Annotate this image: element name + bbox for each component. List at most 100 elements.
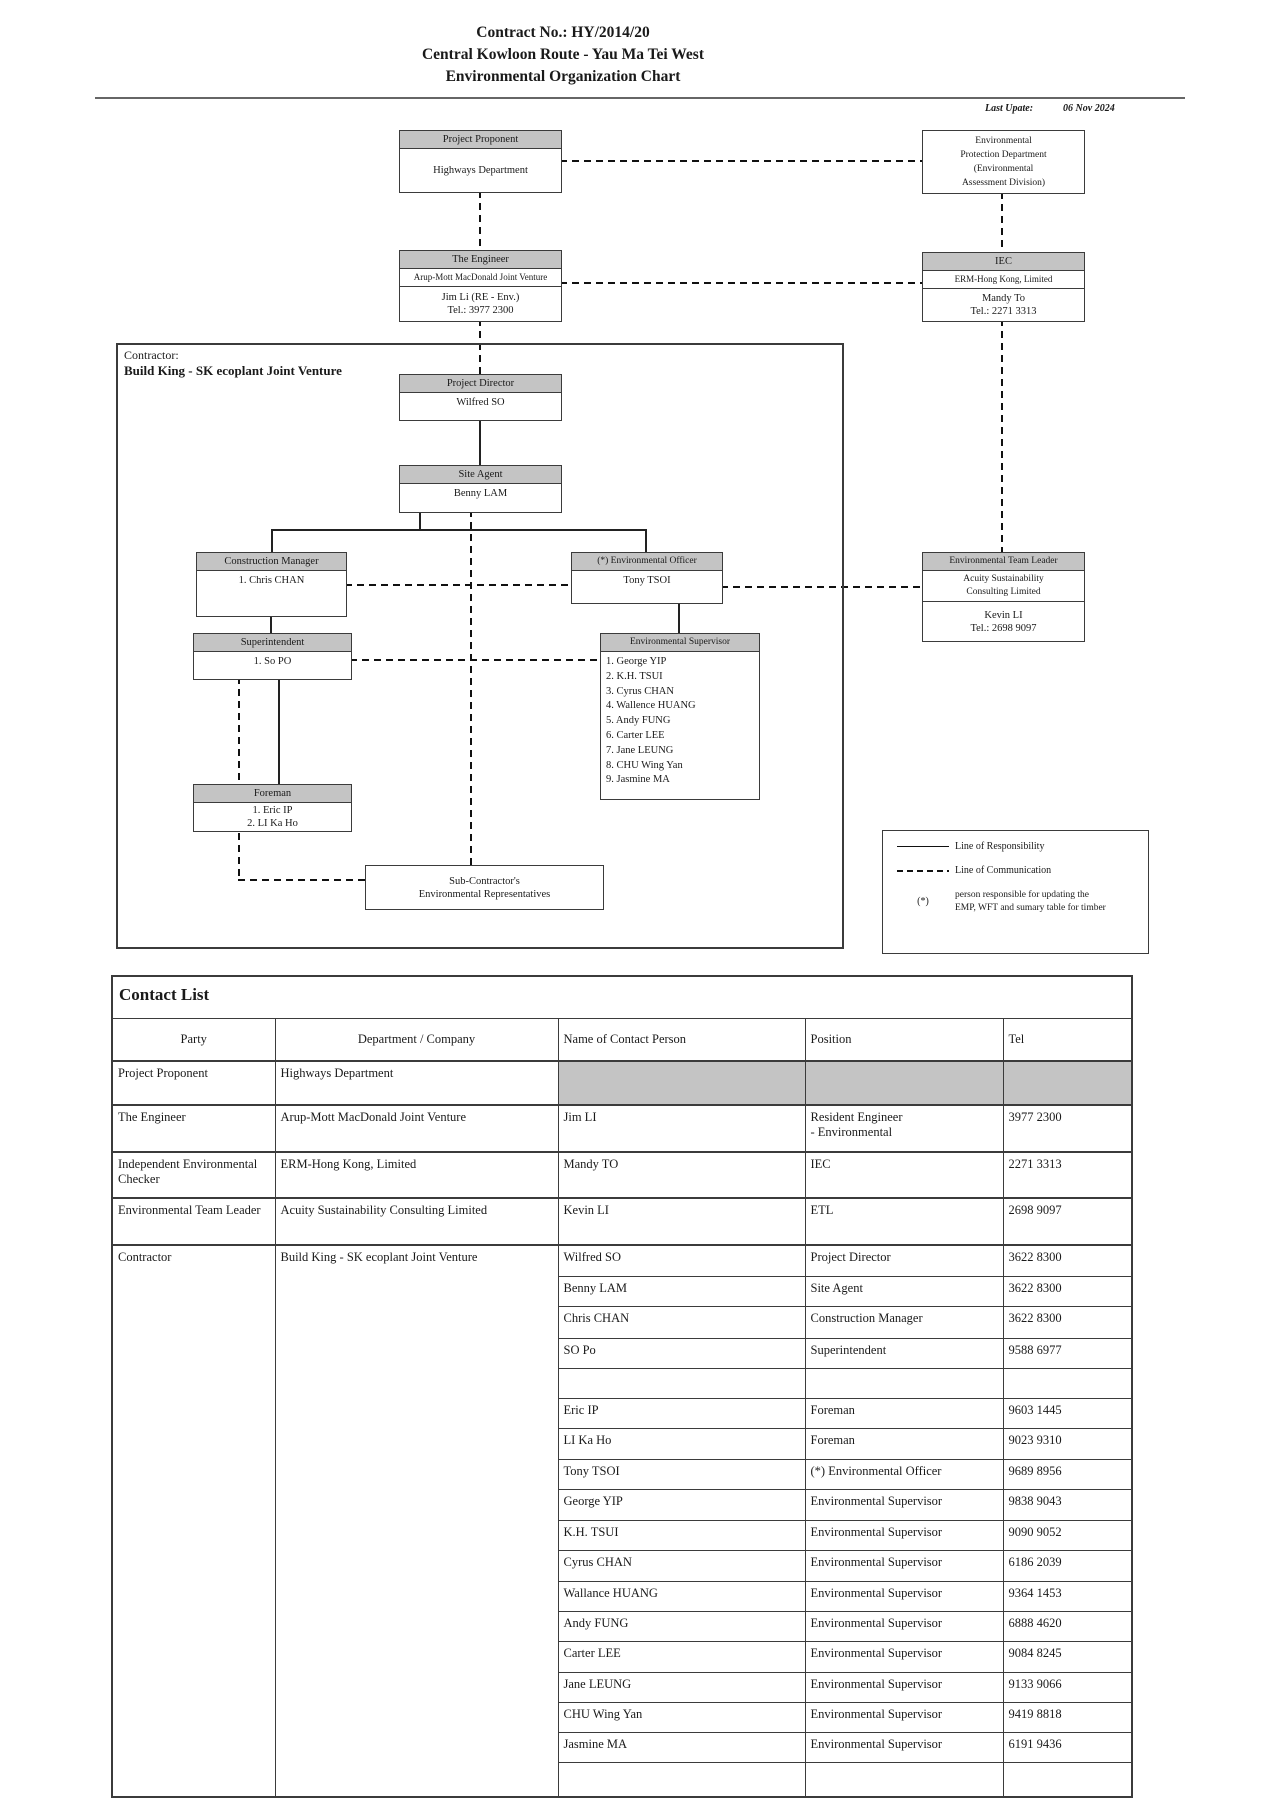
cell-tel: 6186 2039 <box>1002 1549 1133 1582</box>
iec-title: IEC <box>923 253 1084 271</box>
cell-name: Tony TSOI <box>557 1458 806 1490</box>
contact-list-title: Contact List <box>111 975 1133 1019</box>
cell-tel: 3622 8300 <box>1002 1275 1133 1307</box>
table-row: Cyrus CHAN Environmental Supervisor 6186… <box>112 1549 1133 1582</box>
cell-party: Project Proponent <box>111 1060 276 1106</box>
cell-name: Kevin LI <box>557 1197 806 1246</box>
cell-tel: 9023 9310 <box>1002 1427 1133 1460</box>
project-director-title: Project Director <box>400 375 561 393</box>
contractor-frame: Contractor: Build King - SK ecoplant Joi… <box>116 343 844 949</box>
dashed-line-sample <box>897 869 949 872</box>
iec-box: IEC ERM-Hong Kong, Limited Mandy To Tel.… <box>922 252 1085 322</box>
cell-tel: 9838 9043 <box>1002 1488 1133 1521</box>
cell-name: Andy FUNG <box>557 1610 806 1642</box>
cell-name <box>557 1060 806 1106</box>
cell-name: Wallance HUANG <box>557 1580 806 1612</box>
legend-box: Line of Responsibility Line of Communica… <box>882 830 1149 954</box>
engineer-person: Jim Li (RE - Env.) <box>441 292 520 303</box>
cell-position <box>804 1761 1004 1798</box>
environmental-team-leader-box: Environmental Team Leader Acuity Sustain… <box>922 552 1085 642</box>
table-row: Chris CHAN Construction Manager 3622 830… <box>112 1305 1133 1339</box>
supervisor-item: 1. George YIP <box>606 656 667 667</box>
engineer-company: Arup-Mott MacDonald Joint Venture <box>400 269 561 287</box>
etl-title: Environmental Team Leader <box>923 553 1084 571</box>
supervisor-item: 2. K.H. TSUI <box>606 670 663 682</box>
cell-name: LI Ka Ho <box>557 1427 806 1460</box>
project-proponent-body: Highways Department <box>433 165 528 176</box>
cell-position: ETL <box>804 1197 1004 1246</box>
engineer-contact: Jim Li (RE - Env.) Tel.: 3977 2300 <box>400 287 561 321</box>
etl-company-line: Consulting Limited <box>966 587 1041 597</box>
epd-box: Environmental Protection Department (Env… <box>922 130 1085 194</box>
cell-position: Environmental Supervisor <box>804 1640 1004 1673</box>
connector-solid <box>278 677 280 785</box>
iec-company: ERM-Hong Kong, Limited <box>923 271 1084 289</box>
cell-tel: 9588 6977 <box>1002 1337 1133 1369</box>
table-row: Carter LEE Environmental Supervisor 9084… <box>112 1640 1133 1673</box>
cell-name: CHU Wing Yan <box>557 1701 806 1733</box>
cell-position: Resident Engineer - Environmental <box>804 1104 1004 1153</box>
cell-party: The Engineer <box>111 1104 276 1153</box>
table-row: Benny LAM Site Agent 3622 8300 <box>112 1275 1133 1307</box>
header-divider <box>95 97 1185 99</box>
connector-solid <box>270 614 272 634</box>
supervisor-item: 7. Jane LEUNG <box>606 744 674 756</box>
supervisor-item: 8. CHU Wing Yan <box>606 759 683 771</box>
connector-solid <box>678 601 680 634</box>
cell-position: Environmental Supervisor <box>804 1731 1004 1763</box>
cell-position: Foreman <box>804 1427 1004 1460</box>
connector-dashed <box>238 677 240 881</box>
epd-line: Assessment Division) <box>961 178 1046 188</box>
table-row <box>112 1761 1133 1798</box>
cell-tel: 9364 1453 <box>1002 1580 1133 1612</box>
engineer-title: The Engineer <box>400 251 561 269</box>
cell-company: Highways Department <box>274 1060 559 1106</box>
cell-position: Environmental Supervisor <box>804 1671 1004 1703</box>
document-title-block: Contract No.: HY/2014/20 Central Kowloon… <box>0 22 1126 88</box>
cell-party: Environmental Team Leader <box>111 1197 276 1246</box>
connector-dashed <box>345 584 571 586</box>
cell-name: K.H. TSUI <box>557 1519 806 1551</box>
project-name: Central Kowloon Route - Yau Ma Tei West <box>421 46 705 63</box>
legend-responsibility-label: Line of Responsibility <box>955 841 1045 852</box>
cell-tel <box>1002 1060 1133 1106</box>
asterisk-symbol: (*) <box>917 896 929 907</box>
cell-name: Eric IP <box>557 1397 806 1429</box>
construction-manager-box: Construction Manager 1. Chris CHAN <box>196 552 347 617</box>
connector-dashed <box>238 879 365 881</box>
table-row: CHU Wing Yan Environmental Supervisor 94… <box>112 1701 1133 1733</box>
epd-line: Environmental <box>975 136 1032 146</box>
cell-party: Contractor <box>111 1244 276 1798</box>
table-row: Independent Environmental Checker ERM-Ho… <box>111 1151 1133 1199</box>
cell-position: Project Director <box>804 1244 1004 1277</box>
connector-solid <box>271 529 647 531</box>
cell-name: Jane LEUNG <box>557 1671 806 1703</box>
cell-tel <box>1002 1367 1133 1399</box>
cell-company: Arup-Mott MacDonald Joint Venture <box>274 1104 559 1153</box>
cell-tel: 6888 4620 <box>1002 1610 1133 1642</box>
connector-dashed <box>479 319 481 374</box>
cell-position: Environmental Supervisor <box>804 1610 1004 1642</box>
connector-dashed <box>470 510 472 866</box>
cell-position: Environmental Supervisor <box>804 1580 1004 1612</box>
cell-position: Site Agent <box>804 1275 1004 1307</box>
contact-list-section: Contact List Party Department / Company … <box>111 975 1134 1798</box>
cell-tel: 9090 9052 <box>1002 1519 1133 1551</box>
connector-solid <box>645 529 647 553</box>
table-row: Jane LEUNG Environmental Supervisor 9133… <box>112 1671 1133 1703</box>
site-agent-body: Benny LAM <box>453 488 508 499</box>
cell-tel: 9419 8818 <box>1002 1701 1133 1733</box>
foreman-body: 1. Eric IP 2. LI Ka Ho <box>194 803 351 831</box>
etl-person: Kevin LI <box>984 609 1023 621</box>
engineer-tel: Tel.: 3977 2300 <box>447 305 514 316</box>
supervisor-item: 6. Carter LEE <box>606 729 665 741</box>
contractor-label: Contractor: <box>124 348 179 362</box>
table-row: Project Proponent Highways Department <box>111 1060 1133 1106</box>
table-row: Andy FUNG Environmental Supervisor 6888 … <box>112 1610 1133 1642</box>
environmental-supervisor-box: Environmental Supervisor 1. George YIP 2… <box>600 633 760 800</box>
chart-title: Environmental Organization Chart <box>445 68 681 85</box>
project-proponent-box: Project Proponent Highways Department <box>399 130 562 193</box>
construction-manager-title: Construction Manager <box>197 553 346 571</box>
legend-communication-label: Line of Communication <box>955 865 1052 876</box>
cell-name: George YIP <box>557 1488 806 1521</box>
